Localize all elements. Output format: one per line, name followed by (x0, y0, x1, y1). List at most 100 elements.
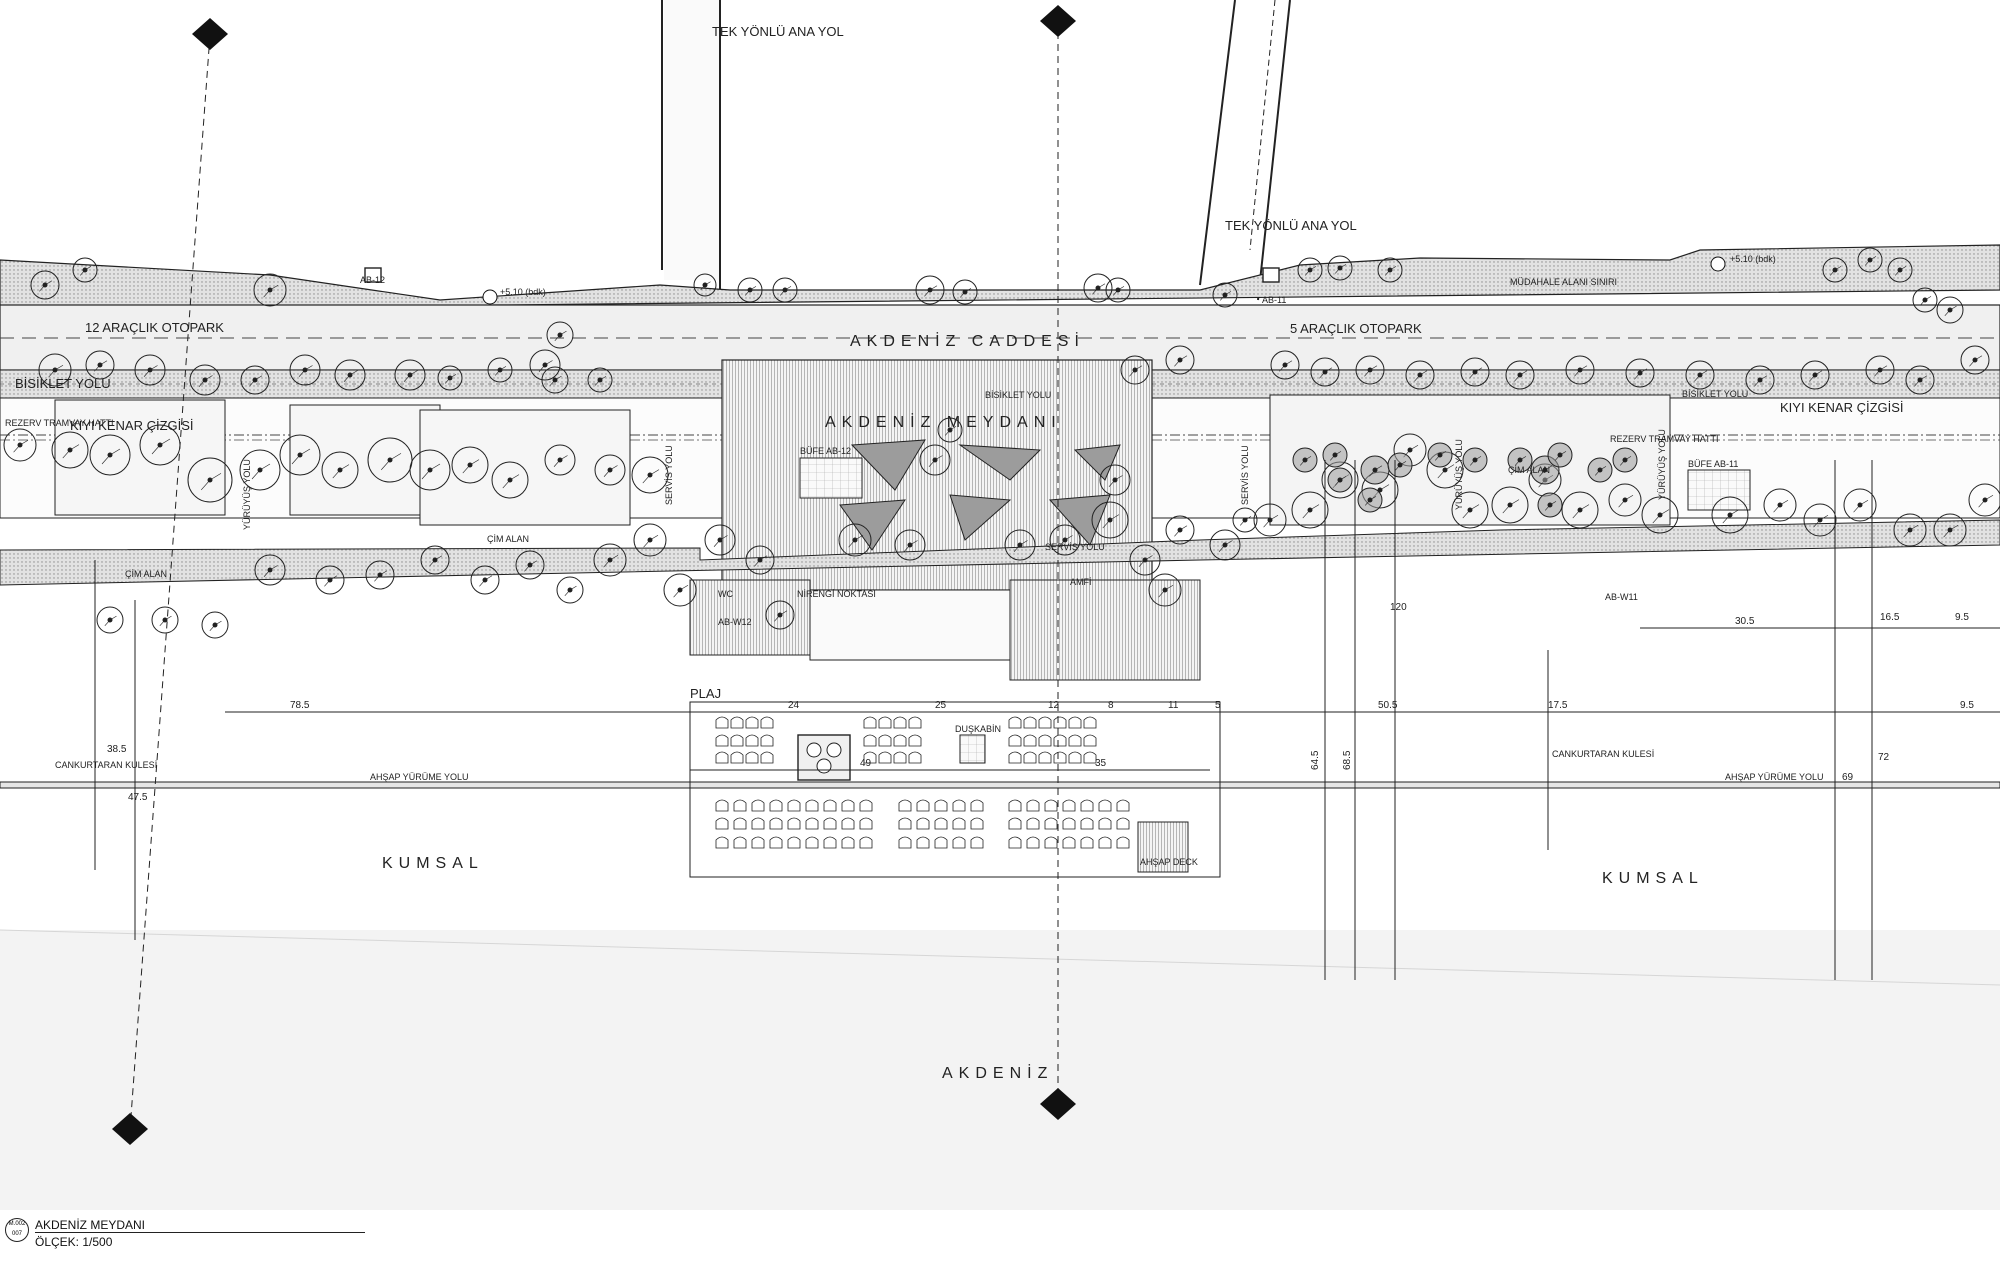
tree (1120, 355, 1150, 385)
beach-umbrella (863, 751, 877, 764)
tree (1377, 257, 1403, 283)
grass-block-left-2 (289, 404, 441, 516)
tree (1507, 447, 1533, 473)
beach-umbrella (908, 716, 922, 729)
label-ahsap-deck: AHŞAP DECK (1140, 857, 1198, 867)
tree (1641, 496, 1679, 534)
tree (451, 446, 489, 484)
tree (394, 359, 426, 391)
tree (745, 545, 775, 575)
beach-umbrella (878, 751, 892, 764)
tree (1083, 273, 1113, 303)
tree (1099, 464, 1131, 496)
beach-umbrella (863, 716, 877, 729)
beach-umbrella (878, 734, 892, 747)
dimension-label: 64.5 (1310, 750, 1321, 770)
label-parking-right: 5 ARAÇLIK OTOPARK (1290, 321, 1422, 336)
label-buffet-12: BÜFE AB-12 (800, 446, 851, 456)
tree (72, 257, 98, 283)
tree (631, 456, 669, 494)
tree (1843, 488, 1877, 522)
beach-umbrella (1008, 836, 1022, 849)
beach-umbrella (1083, 751, 1097, 764)
tree (289, 354, 321, 386)
beach-umbrella (1080, 836, 1094, 849)
section-axes (129, 20, 1059, 1131)
sheet-top: M.002 (8, 1221, 26, 1227)
label-mudahale: MÜDAHALE ALANI SINIRI (1510, 277, 1617, 287)
beach-umbrella (1038, 751, 1052, 764)
beach-umbrella (1023, 734, 1037, 747)
tree (1322, 442, 1348, 468)
ab11-box (1262, 267, 1280, 283)
tree (1405, 360, 1435, 390)
label-bike-left: BİSİKLET YOLU (15, 376, 111, 391)
label-sea: AKDENİZ (942, 1063, 1053, 1082)
plaj-area (689, 701, 1221, 878)
label-road-top-right: TEK YÖNLÜ ANA YOL (1225, 218, 1357, 233)
dimension-label: 9.5 (1955, 612, 1969, 623)
beach-umbrella (769, 836, 783, 849)
beach-umbrella (733, 817, 747, 830)
label-service-right: SERVİS YOLU (1240, 445, 1250, 505)
beach-umbrella (745, 716, 759, 729)
beach-umbrella (760, 734, 774, 747)
beach-umbrella (1080, 817, 1094, 830)
tree (1625, 358, 1655, 388)
dimension-label: 72 (1878, 752, 1890, 763)
tree (365, 560, 395, 590)
beach-umbrella (1116, 836, 1130, 849)
tree (1310, 357, 1340, 387)
tree (1822, 257, 1848, 283)
tree (663, 573, 697, 607)
beach-umbrella (715, 817, 729, 830)
beach-umbrella (1008, 734, 1022, 747)
beach-umbrella (1023, 716, 1037, 729)
tree (529, 349, 561, 381)
tree (315, 565, 345, 595)
beach-umbrella (1068, 734, 1082, 747)
beach-umbrella (1098, 836, 1112, 849)
label-level-left: +5.10 (bdk) (500, 287, 546, 297)
sea-area (0, 930, 2000, 1210)
beach-umbrella (715, 734, 729, 747)
label-grass-right: ÇİM ALAN (1508, 465, 1550, 475)
beach-umbrella (733, 799, 747, 812)
beach-umbrella (745, 734, 759, 747)
tree (491, 461, 529, 499)
beach-umbrella (1044, 817, 1058, 830)
tree (239, 449, 281, 491)
tree (915, 275, 945, 305)
beach-umbrella (715, 751, 729, 764)
tree (334, 359, 366, 391)
tree (772, 277, 798, 303)
beach-umbrella (970, 817, 984, 830)
beach-umbrella (1044, 836, 1058, 849)
tree (1357, 487, 1383, 513)
beach-umbrella (859, 817, 873, 830)
tree (737, 277, 763, 303)
beach-umbrella (1053, 751, 1067, 764)
beach-umbrella (1053, 734, 1067, 747)
dimension-label: 120 (1390, 602, 1407, 613)
tree (1451, 491, 1489, 529)
beach-umbrella (893, 751, 907, 764)
beach-umbrella (934, 799, 948, 812)
beach-umbrella (751, 799, 765, 812)
dimension-label: 16.5 (1880, 612, 1900, 623)
beach-umbrella (878, 716, 892, 729)
title-rule (35, 1232, 365, 1233)
beach-umbrella (1098, 799, 1112, 812)
tree (1427, 442, 1453, 468)
label-road-top-left: TEK YÖNLÜ ANA YOL (712, 24, 844, 39)
tree (367, 437, 413, 483)
tree (1537, 492, 1563, 518)
beach-umbrella (1008, 799, 1022, 812)
beach-umbrella (805, 799, 819, 812)
beach-umbrella (751, 836, 765, 849)
beach-umbrella (1038, 734, 1052, 747)
label-bike-center: BİSİKLET YOLU (985, 390, 1051, 400)
dimension-label: 38.5 (107, 744, 127, 755)
tree (1800, 360, 1830, 390)
